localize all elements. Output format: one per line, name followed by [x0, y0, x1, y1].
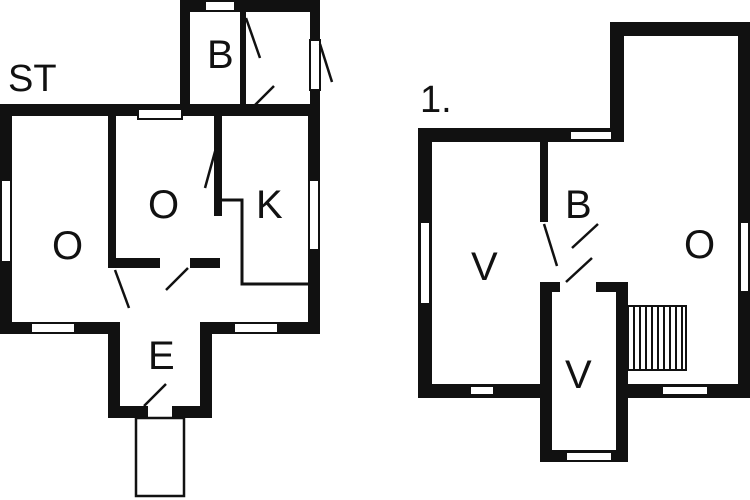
room-label: O — [52, 224, 83, 268]
room-label: O — [684, 223, 715, 267]
door — [251, 85, 275, 109]
window — [309, 39, 321, 91]
room-label: V — [471, 245, 498, 289]
window — [204, 0, 236, 12]
window — [308, 179, 320, 251]
window — [0, 179, 12, 263]
door — [113, 269, 131, 309]
window — [565, 451, 613, 462]
ground-floor-windows — [0, 0, 321, 334]
door — [244, 17, 262, 59]
window — [137, 108, 183, 120]
window — [739, 221, 750, 293]
door — [203, 147, 218, 189]
door — [318, 43, 334, 83]
first-floor-doors — [542, 223, 599, 283]
ground-floor-doors — [113, 17, 334, 407]
door — [571, 223, 599, 249]
room-label: V — [565, 353, 592, 397]
room-label: O — [148, 183, 179, 227]
entrance-porch — [134, 416, 186, 498]
door — [565, 257, 593, 283]
kitchen-counter — [222, 198, 308, 286]
room-label: B — [565, 183, 592, 227]
first-floor-windows — [419, 130, 750, 462]
first-floor-plan: 1. V B O V — [418, 22, 750, 462]
window — [419, 221, 431, 305]
door — [143, 383, 167, 407]
room-label: K — [256, 183, 283, 227]
door — [165, 267, 189, 291]
ground-floor-plan: ST O O B K E — [0, 0, 334, 498]
window — [469, 385, 495, 396]
window — [661, 385, 709, 396]
door — [542, 223, 559, 267]
floor-label: 1. — [420, 79, 452, 121]
room-label: B — [207, 33, 234, 77]
first-floor-walls — [418, 22, 750, 462]
window — [30, 322, 76, 334]
floor-label: ST — [8, 58, 57, 100]
window — [233, 322, 279, 334]
window — [569, 130, 613, 141]
room-label: E — [148, 334, 175, 378]
staircase — [627, 305, 687, 371]
